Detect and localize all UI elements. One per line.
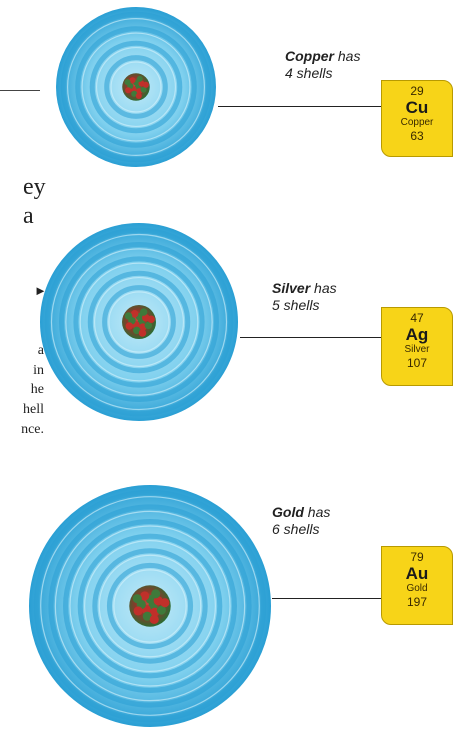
nucleon — [151, 589, 161, 599]
element-name: Gold — [406, 583, 428, 594]
divider-rule — [0, 90, 40, 91]
atomic-mass: 63 — [410, 129, 424, 143]
nucleon — [133, 326, 141, 335]
electron-shell — [48, 504, 252, 708]
element-name: Copper — [400, 117, 434, 128]
nucleon — [156, 605, 166, 615]
nucleon — [138, 329, 147, 337]
shell-highlight — [50, 233, 228, 411]
text-fragment: in — [33, 363, 44, 378]
nucleon — [135, 92, 142, 99]
text-fragment: nce. — [21, 422, 44, 437]
copper-caption: Copper has 4 shells — [285, 48, 361, 81]
nucleon — [136, 75, 143, 82]
text-fragment: he — [30, 382, 44, 397]
electron-shell — [89, 40, 183, 134]
nucleon — [129, 77, 136, 84]
nucleon — [142, 81, 149, 88]
nucleon — [160, 598, 170, 608]
leader-line — [272, 598, 381, 599]
atomic-number: 29 — [410, 84, 424, 98]
element-symbol: Cu — [405, 98, 429, 117]
shell-highlight — [40, 496, 260, 716]
copper-atom-diagram — [56, 7, 216, 167]
shell-highlight — [69, 525, 231, 687]
gold-atom-diagram — [29, 485, 271, 727]
nucleon — [149, 614, 159, 625]
shell-highlight — [113, 569, 187, 643]
electron-shell — [77, 533, 223, 679]
gold-element-tile: 79 Au Gold 197 — [381, 546, 453, 625]
nucleon — [124, 79, 131, 86]
electron-shell — [73, 256, 205, 388]
shell-highlight — [84, 540, 216, 672]
caption-shell-count: 5 shells — [272, 297, 320, 313]
leader-line — [218, 106, 382, 107]
element-symbol: Ag — [405, 325, 429, 344]
element-symbol: Au — [405, 564, 429, 583]
caption-element-name: Silver — [272, 280, 311, 296]
gold-caption: Gold has 6 shells — [272, 504, 331, 537]
nucleon — [130, 309, 139, 318]
electron-shell — [87, 270, 191, 374]
electron-shell — [59, 242, 219, 402]
shell-highlight — [108, 291, 170, 353]
nucleon — [140, 86, 147, 93]
electron-shell — [75, 26, 197, 148]
caption-shell-count: 6 shells — [272, 521, 320, 537]
nucleon — [139, 308, 148, 316]
atomic-number: 47 — [410, 311, 424, 325]
electron-shell — [106, 562, 194, 650]
nucleon — [132, 594, 142, 604]
nucleon — [147, 315, 155, 324]
silver-atom-diagram — [40, 223, 238, 421]
shell-highlight — [110, 61, 162, 113]
nucleon — [125, 322, 134, 330]
nucleon — [133, 606, 143, 616]
silver-element-tile: 47 Ag Silver 107 — [381, 307, 453, 386]
shell-highlight — [79, 262, 199, 382]
electron-shell — [60, 11, 212, 163]
shell-highlight — [66, 17, 206, 157]
nucleon — [140, 591, 150, 601]
nucleon — [125, 87, 132, 94]
text-fragment: hell — [23, 402, 44, 417]
electron-shell — [102, 285, 176, 359]
electron-shell — [104, 55, 168, 119]
caption-element-name: Gold — [272, 504, 304, 520]
shell-highlight — [95, 46, 177, 128]
shell-highlight — [65, 248, 213, 396]
text-fragment: a — [23, 203, 34, 229]
atomic-number: 79 — [410, 550, 424, 564]
element-name: Silver — [404, 344, 430, 355]
shell-highlight — [81, 32, 191, 142]
copper-element-tile: 29 Cu Copper 63 — [381, 80, 453, 157]
silver-caption: Silver has 5 shells — [272, 280, 337, 313]
nucleon — [131, 90, 138, 97]
shell-highlight — [98, 554, 202, 658]
nucleon — [142, 611, 152, 621]
arrow-icon: ► — [34, 283, 47, 298]
text-fragment: a — [37, 343, 44, 358]
electron-shell — [92, 548, 208, 664]
caption-shell-count: 4 shells — [285, 65, 333, 81]
shell-highlight — [93, 276, 185, 368]
nucleon — [144, 321, 153, 330]
electron-shell — [63, 519, 237, 693]
atomic-mass: 107 — [406, 356, 428, 370]
leader-line — [240, 337, 381, 338]
electron-shell — [44, 227, 234, 417]
text-fragment: ey — [23, 174, 46, 200]
shell-highlight — [54, 510, 246, 702]
nucleon — [124, 312, 133, 320]
atomic-mass: 197 — [406, 595, 428, 609]
electron-shell — [33, 489, 267, 723]
caption-element-name: Copper — [285, 48, 334, 64]
